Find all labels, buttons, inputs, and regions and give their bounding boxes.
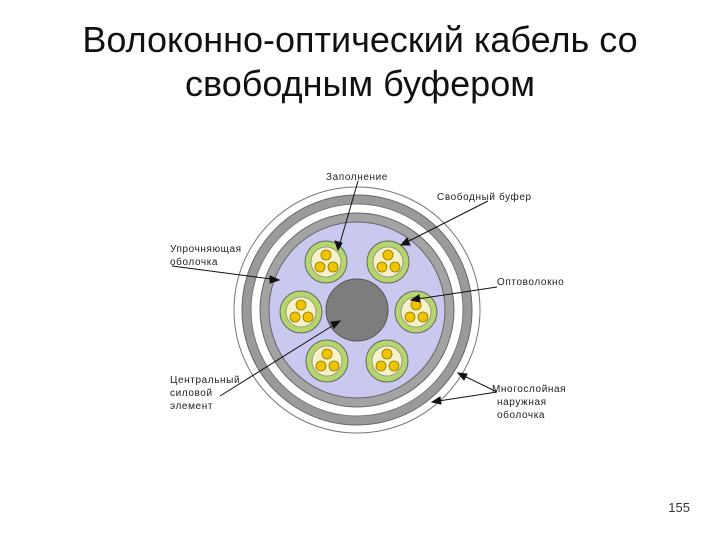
optical-fiber: [389, 261, 401, 273]
page-number: 155: [668, 500, 690, 515]
label-loose-buffer: Свободный буфер: [437, 191, 532, 203]
leader-lines: [171, 180, 498, 405]
central-strength-member: [325, 278, 389, 342]
slide-title: Волоконно-оптический кабель со свободным…: [0, 18, 720, 106]
arrow-head: [399, 237, 411, 246]
label-fiber: Оптоволокно: [497, 277, 564, 288]
label-strength-sheath-line-2: оболочка: [170, 256, 218, 268]
optical-fiber: [321, 348, 333, 360]
buffer-tube-6: [365, 339, 409, 383]
label-outer-jacket-line-3: оболочка: [497, 409, 545, 421]
label-outer-jacket-line-1: Многослойная: [492, 384, 566, 395]
label-central-member-line-1: Центральный: [170, 375, 240, 386]
optical-fiber: [295, 299, 307, 311]
buffer-tube-1: [304, 240, 348, 284]
optical-fiber: [404, 311, 416, 323]
arrow-head: [456, 372, 468, 381]
optical-fiber: [417, 311, 429, 323]
optical-fiber: [382, 249, 394, 261]
optical-fiber: [388, 360, 400, 372]
buffer-tube-5: [305, 339, 349, 383]
label-strength-sheath-line-1: Упрочняющая: [170, 244, 242, 255]
optical-fiber: [375, 360, 387, 372]
arrow-head: [269, 275, 281, 284]
slide-title-line-2: свободным буфером: [185, 63, 535, 104]
optical-fiber: [376, 261, 388, 273]
optical-fiber: [320, 249, 332, 261]
label-outer-jacket-line-2: наружная: [497, 397, 547, 408]
optical-fiber: [315, 360, 327, 372]
optical-fiber: [328, 360, 340, 372]
buffer-tube-2: [366, 240, 410, 284]
label-central-member-line-3: элемент: [170, 401, 213, 412]
leader-line-strength-sheath: [171, 265, 280, 281]
optical-fiber: [289, 311, 301, 323]
buffer-tube-3: [279, 290, 323, 334]
leader-line-fiber: [410, 286, 498, 301]
buffer-tube-4: [394, 290, 438, 334]
arrow-head: [330, 320, 342, 329]
leader-line-loose-buffer: [400, 200, 489, 246]
optical-fiber: [381, 348, 393, 360]
leader-line-filling: [337, 180, 359, 251]
leader-line-outer-jacket-1: [431, 391, 498, 403]
optical-fiber: [314, 261, 326, 273]
optical-fiber: [302, 311, 314, 323]
optical-fiber: [327, 261, 339, 273]
arrow-head: [409, 294, 421, 303]
arrow-head: [334, 240, 343, 252]
label-filling: Заполнение: [326, 172, 388, 183]
arrow-head: [430, 396, 442, 405]
slide-title-line-1: Волоконно-оптический кабель со: [82, 19, 638, 60]
label-central-member-line-2: силовой: [170, 388, 213, 399]
leader-line-central-member: [219, 320, 341, 397]
